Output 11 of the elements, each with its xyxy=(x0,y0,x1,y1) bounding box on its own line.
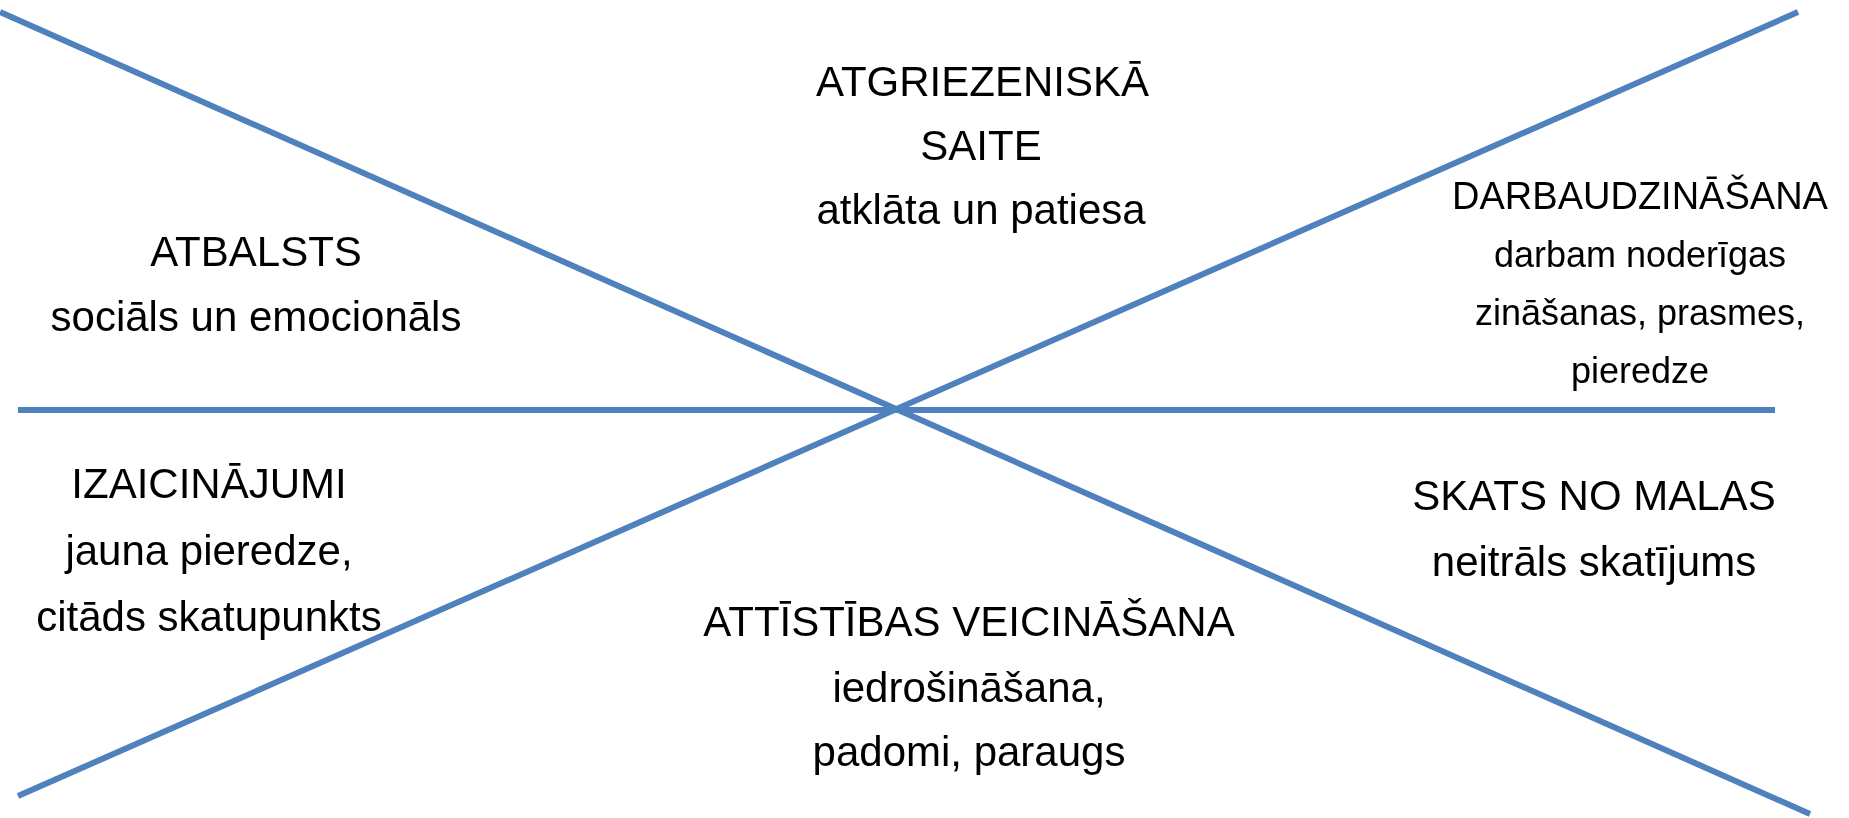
sector-heading: ATTĪSTĪBAS VEICINĀŠANA xyxy=(702,597,1236,647)
sector-description: darbam noderīgas zināšanas, prasmes, pieredze xyxy=(1473,233,1807,393)
sector-heading: ATBALSTS xyxy=(149,227,363,277)
sector-heading: IZAICINĀJUMI xyxy=(70,459,348,509)
sector-description: jauna pieredze, citāds skatupunkts xyxy=(35,526,383,642)
sector-description: atklāta un patiesa xyxy=(815,185,1147,235)
sector-description: sociāls un emocionāls xyxy=(49,292,463,342)
sector-description: iedrošināšana, padomi, paraugs xyxy=(811,663,1127,777)
sector-heading: DARBAUDZINĀŠANA xyxy=(1451,173,1829,219)
sector-heading: SKATS NO MALAS xyxy=(1411,471,1777,521)
sector-description: neitrāls skatījums xyxy=(1430,537,1758,587)
